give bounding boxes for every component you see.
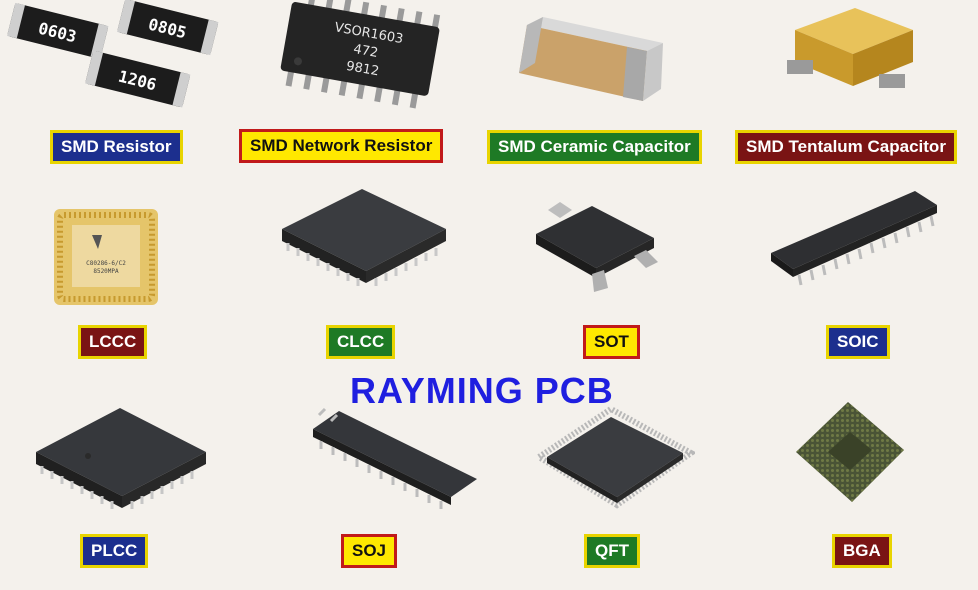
sot-label: SOT: [583, 325, 640, 359]
bga-image: [796, 402, 904, 502]
lccc-image: C80286-6/C2 8520MPA: [54, 209, 158, 305]
smd-resistor-image: 0603 0805 1206: [7, 0, 219, 108]
smd-network-resistor-image: VSOR1603 472 9812: [280, 0, 441, 109]
qft-label: QFT: [584, 534, 640, 568]
smd-tantalum-capacitor-label: SMD Tentalum Capacitor: [735, 130, 957, 164]
soj-label: SOJ: [341, 534, 398, 568]
clcc-label: CLCC: [326, 325, 396, 359]
svg-text:8520MPA: 8520MPA: [93, 268, 119, 275]
smd-ceramic-capacitor-image: [519, 17, 663, 101]
network-resistor-mark-3: 9812: [345, 59, 380, 80]
smd-network-resistor-label: SMD Network Resistor: [239, 129, 444, 163]
soic-label: SOIC: [826, 325, 890, 359]
smd-ceramic-capacitor-label: SMD Ceramic Capacitor: [487, 130, 702, 164]
clcc-image: [282, 189, 446, 286]
qft-image: [535, 405, 695, 509]
smd-resistor-label: SMD Resistor: [50, 130, 183, 164]
smd-tantalum-capacitor-image: [787, 8, 913, 88]
plcc-label: PLCC: [80, 534, 149, 568]
soic-image: [771, 191, 937, 286]
network-resistor-mark-2: 472: [352, 42, 379, 61]
plcc-image: [36, 408, 206, 509]
sot-image: [536, 202, 658, 292]
rayming-pcb-watermark: RAYMING PCB: [350, 370, 614, 411]
soj-image: [313, 407, 477, 509]
lccc-label: LCCC: [78, 325, 148, 359]
bga-label: BGA: [832, 534, 892, 568]
svg-text:C80286-6/C2: C80286-6/C2: [86, 260, 126, 267]
